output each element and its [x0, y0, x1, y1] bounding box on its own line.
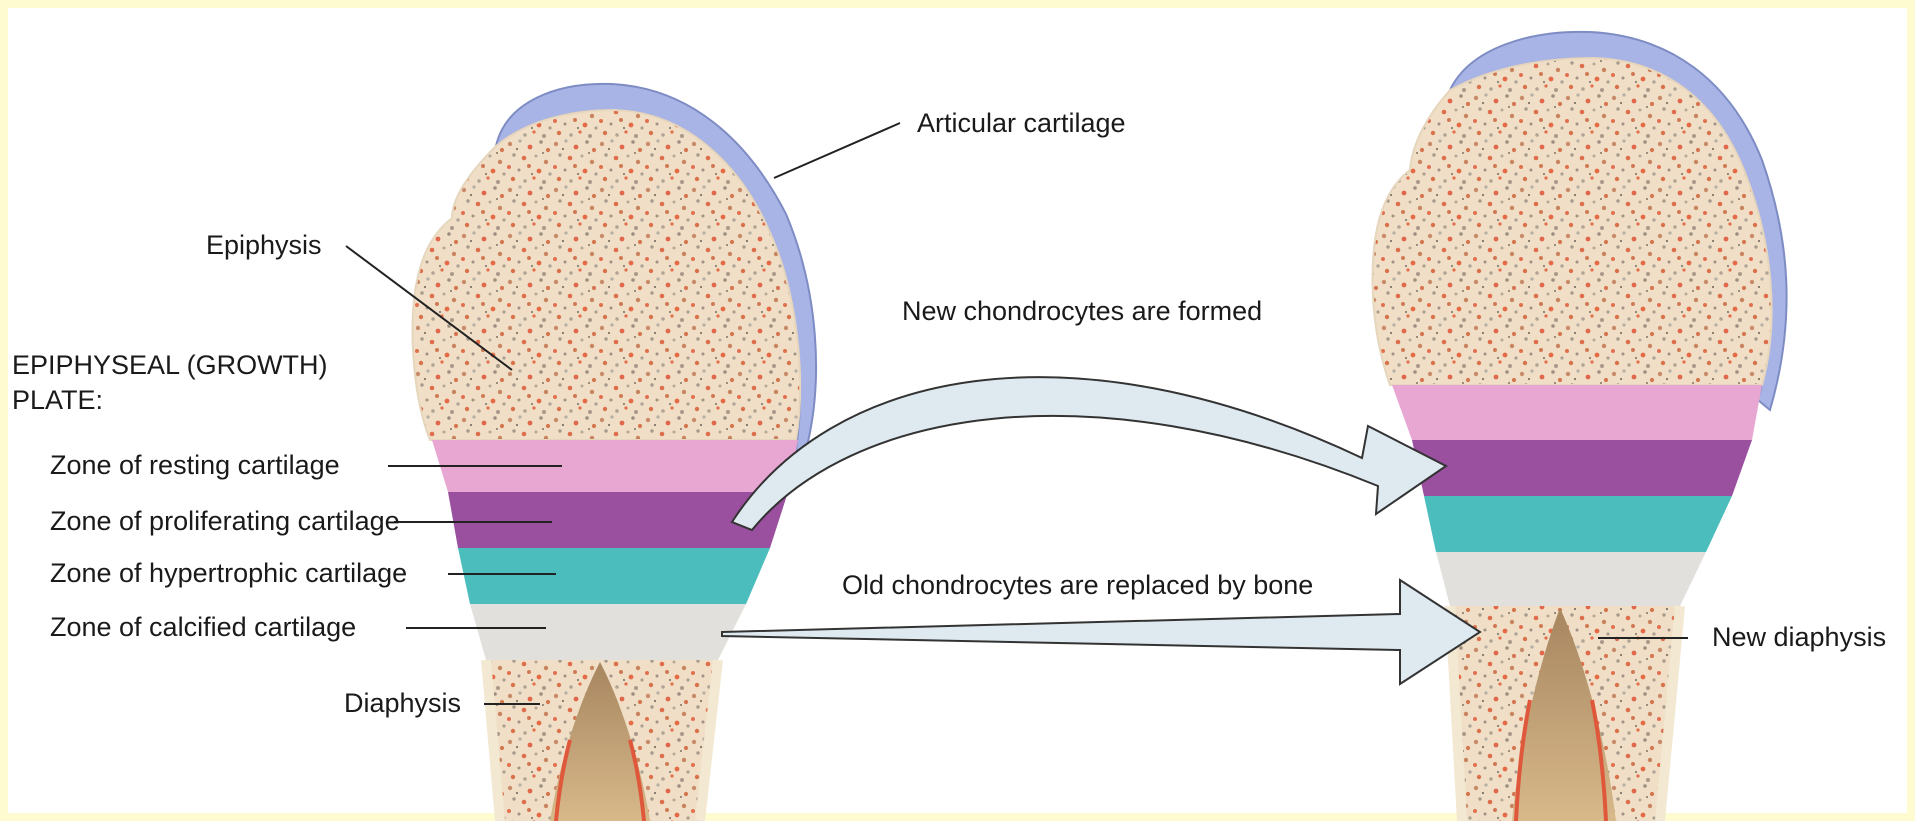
- label-epiphysis: Epiphysis: [206, 230, 322, 260]
- label-zone-hypertrophic: Zone of hypertrophic cartilage: [50, 558, 407, 588]
- label-diaphysis: Diaphysis: [344, 688, 461, 718]
- zone-calcified-right: [1436, 552, 1706, 606]
- label-zone-proliferating: Zone of proliferating cartilage: [50, 506, 400, 536]
- zone-calcified-left: [470, 604, 746, 660]
- zone-hypertrophic-right: [1424, 496, 1732, 552]
- label-plate-title-1: EPIPHYSEAL (GROWTH): [12, 350, 328, 380]
- label-new-diaphysis: New diaphysis: [1712, 622, 1886, 652]
- zone-resting-right: [1392, 385, 1762, 440]
- label-old-chondrocytes: Old chondrocytes are replaced by bone: [842, 570, 1313, 600]
- label-plate-title-2: PLATE:: [12, 385, 103, 415]
- label-articular-cartilage: Articular cartilage: [917, 108, 1126, 138]
- zone-proliferating-right: [1412, 440, 1752, 496]
- zone-hypertrophic-left: [458, 548, 770, 604]
- label-zone-calcified: Zone of calcified cartilage: [50, 612, 356, 642]
- label-zone-resting: Zone of resting cartilage: [50, 450, 340, 480]
- label-new-chondrocytes: New chondrocytes are formed: [902, 296, 1262, 326]
